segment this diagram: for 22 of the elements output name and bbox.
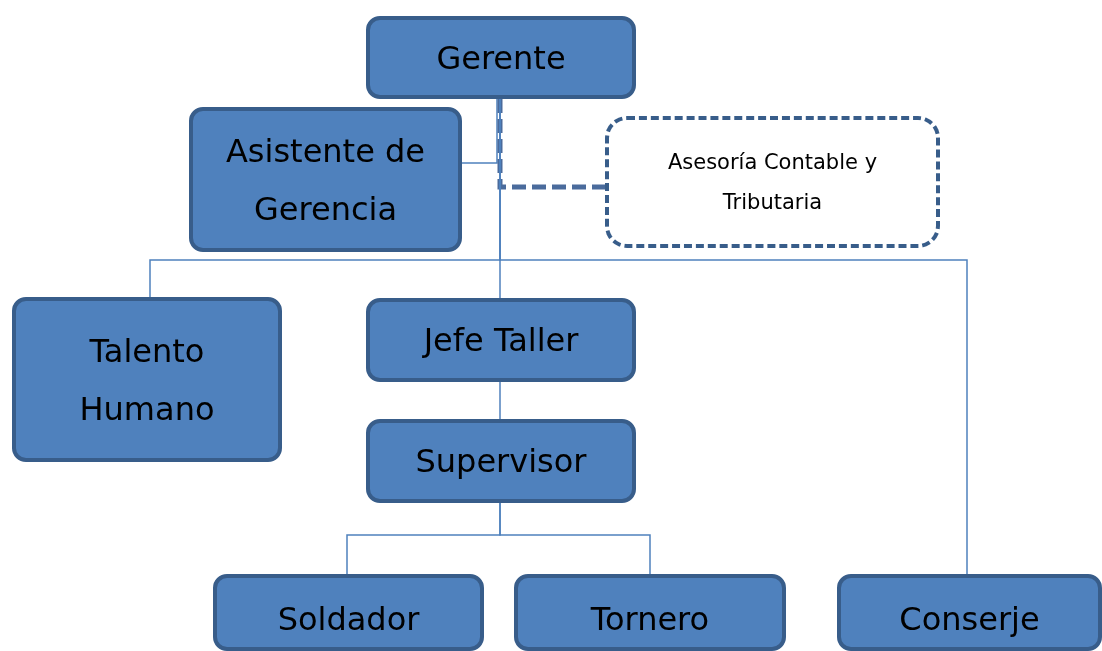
dashed-box bbox=[605, 116, 940, 248]
position-box bbox=[12, 297, 282, 462]
position-box bbox=[213, 574, 484, 651]
connector-line bbox=[497, 99, 605, 190]
position-label: Conserje bbox=[899, 599, 1040, 640]
position-label: Jefe Taller bbox=[423, 320, 579, 361]
position-label: Asistente de Gerencia bbox=[224, 130, 426, 230]
connector-line bbox=[461, 98, 498, 164]
position-label: Tornero bbox=[590, 599, 710, 640]
position-label: Asesoría Contable y Tributaria bbox=[666, 149, 879, 216]
position-box bbox=[514, 574, 786, 651]
position-box bbox=[837, 574, 1102, 651]
position-box bbox=[366, 16, 636, 99]
position-box bbox=[366, 419, 636, 503]
position-label: Gerente bbox=[436, 37, 566, 79]
position-label: Soldador bbox=[277, 599, 420, 640]
connector-line bbox=[499, 502, 651, 575]
connector-line bbox=[499, 381, 501, 420]
position-label: Talento Humano bbox=[78, 330, 216, 430]
position-box bbox=[366, 298, 636, 382]
position-label: Supervisor bbox=[415, 441, 587, 482]
position-box bbox=[189, 107, 462, 252]
